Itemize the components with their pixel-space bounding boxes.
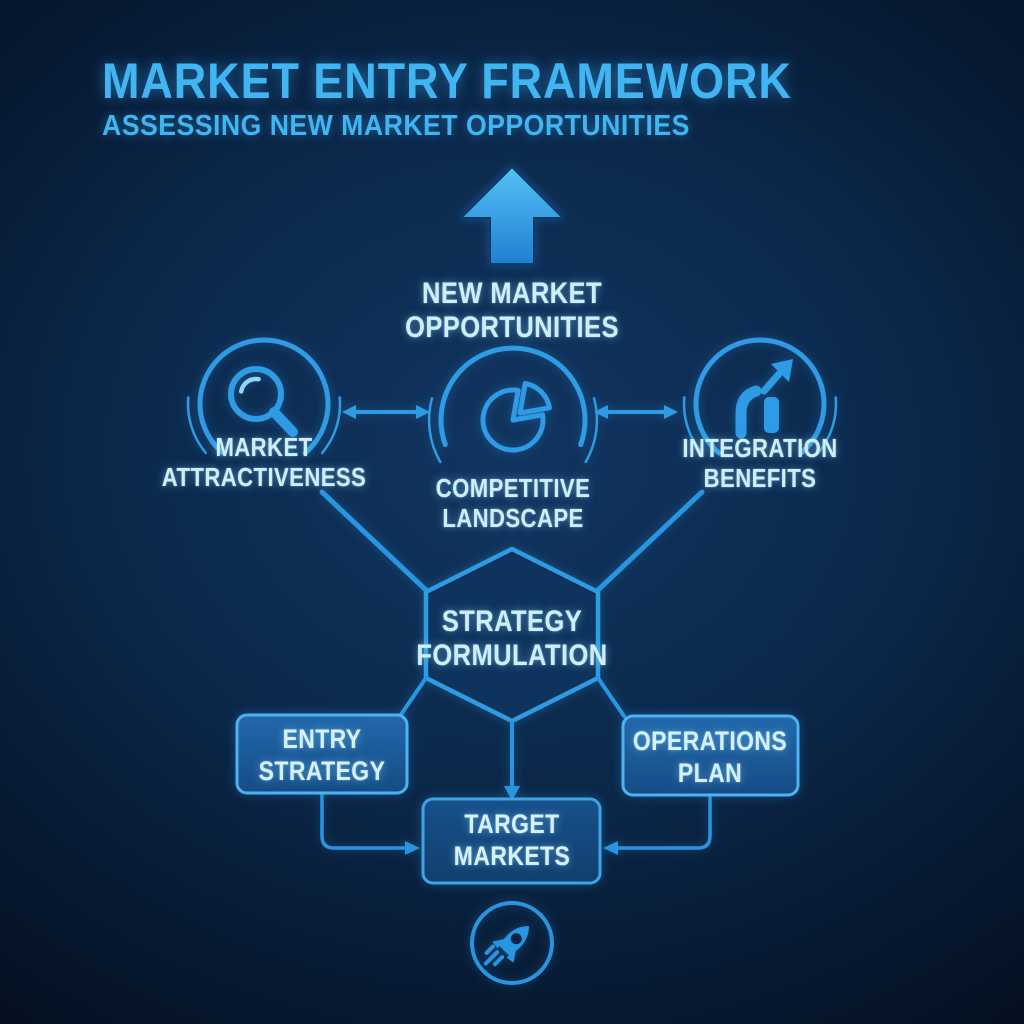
target-markets-box [421,797,602,885]
magnifier-icon [228,366,298,437]
right-double-arrow [594,405,678,419]
rocket-icon [470,901,554,985]
page-subtitle: ASSESSING NEW MARKET OPPORTUNITIES [102,110,690,142]
strategy-formulation-label: STRATEGY FORMULATION [416,605,608,672]
page-title: MARKET ENTRY FRAMEWORK [102,53,792,109]
growth-chart-icon [735,359,793,439]
operations-plan-box [621,714,800,797]
left-double-arrow [342,405,430,419]
market-attractiveness-node [186,337,342,456]
integration-benefits-node [682,337,838,456]
market-attractiveness-label: MARKET ATTRACTIVENESS [161,432,367,492]
integration-benefits-label: INTEGRATION BENEFITS [682,433,838,493]
up-arrow-icon [458,165,566,265]
entry-strategy-box [235,713,409,795]
competitive-landscape-label: COMPETITIVE LANDSCAPE [435,473,591,533]
output-connectors [320,676,712,855]
entry-strategy-label: ENTRY STRATEGY [258,724,386,786]
operations-plan-label: OPERATIONS PLAN [632,726,788,788]
converging-connectors [319,489,705,594]
target-markets-label: TARGET MARKETS [453,809,571,871]
competitive-landscape-node [427,345,599,464]
new-market-opportunities-label: NEW MARKET OPPORTUNITIES [405,277,619,344]
pie-chart-icon [480,381,552,453]
